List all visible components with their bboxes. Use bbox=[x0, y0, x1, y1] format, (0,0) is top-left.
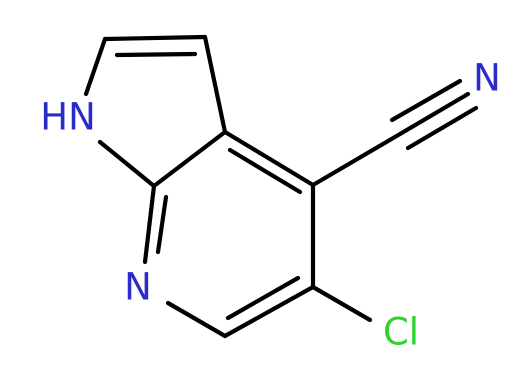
bond-n1-c2 bbox=[83, 36, 108, 97]
bond-c3a-c7a bbox=[151, 129, 228, 189]
atom-pyridine-n-label: N bbox=[124, 266, 152, 309]
bond-c2-c3 bbox=[102, 34, 208, 42]
atom-nitrile-n-label: N bbox=[473, 57, 501, 100]
atom-nh-label: HN bbox=[40, 96, 96, 139]
bond-n7-c7a-inner bbox=[155, 194, 169, 255]
atom-chlorine-label: Cl bbox=[383, 311, 419, 354]
bond-c4-nitrile bbox=[310, 131, 403, 188]
bond-c3a-c4-inner bbox=[227, 147, 303, 195]
atom-labels: HN N N Cl bbox=[40, 57, 501, 354]
bond-nitrile-triple-1 bbox=[397, 91, 471, 137]
bond-nitrile-triple-3 bbox=[405, 105, 479, 151]
bond-n7-c7a bbox=[142, 183, 157, 265]
bond-nitrile-triple-2 bbox=[389, 78, 463, 123]
bond-c3-c3a bbox=[202, 34, 228, 135]
bond-c5-c6 bbox=[222, 284, 316, 339]
bond-c5-cl bbox=[310, 284, 373, 323]
bond-c3a-c4 bbox=[222, 129, 316, 188]
bond-layer bbox=[83, 34, 479, 339]
bond-c7a-n1 bbox=[97, 139, 157, 189]
bond-c6-n7 bbox=[165, 300, 228, 339]
bond-c5-c6-inner bbox=[225, 275, 301, 321]
bond-c2-c3-inner bbox=[114, 51, 198, 58]
